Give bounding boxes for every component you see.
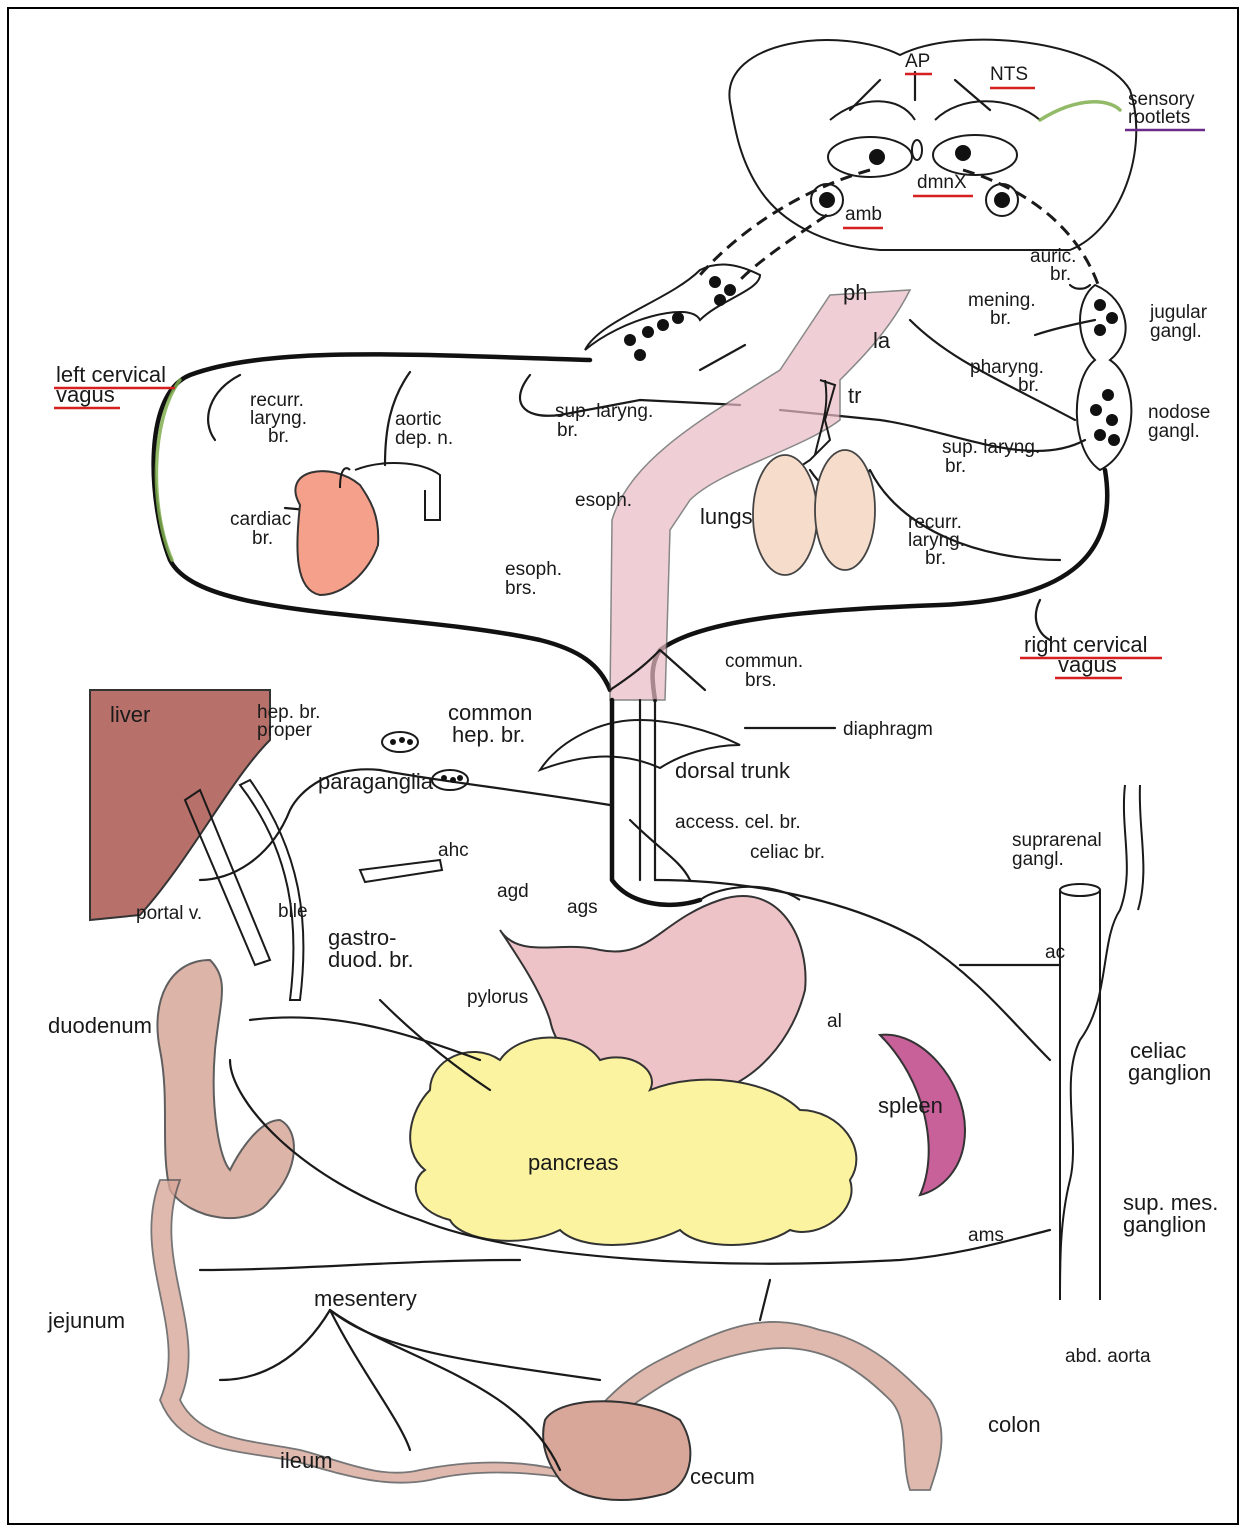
label-cecum: cecum: [690, 1464, 755, 1489]
label-sup-laryng-right-2: br.: [945, 456, 966, 477]
label-ph: ph: [843, 280, 867, 305]
label-jugular-1: jugular: [1149, 302, 1208, 323]
label-mesentery: mesentery: [314, 1286, 417, 1311]
label-common-hep-2: hep. br.: [452, 722, 525, 747]
label-commun-1: commun.: [725, 651, 803, 672]
label-celiac-br: celiac br.: [750, 842, 825, 863]
label-agd: agd: [497, 881, 529, 902]
label-hep-proper-2: proper: [257, 720, 313, 741]
label-recurr-left-3: br.: [268, 426, 289, 447]
label-commun-2: brs.: [745, 670, 777, 691]
label-sup-laryng-right-1: sup. laryng.: [942, 437, 1040, 458]
label-dorsal-trunk: dorsal trunk: [675, 758, 791, 783]
label-diaphragm: diaphragm: [843, 719, 933, 740]
label-ac: ac: [1045, 942, 1065, 963]
label-dmnx: dmnX: [917, 172, 967, 193]
label-recurr-right-3: br.: [925, 548, 946, 569]
label-right-cervical-2: vagus: [1058, 652, 1117, 677]
label-colon: colon: [988, 1412, 1041, 1437]
label-abd-aorta: abd. aorta: [1065, 1346, 1151, 1367]
label-suprarenal-2: gangl.: [1012, 849, 1064, 870]
label-ams: ams: [968, 1225, 1004, 1246]
label-pharyng-2: br.: [1018, 375, 1039, 396]
label-spleen: spleen: [878, 1093, 943, 1118]
label-nodose-2: gangl.: [1148, 421, 1200, 442]
label-ileum: ileum: [280, 1448, 333, 1473]
label-pancreas: pancreas: [528, 1150, 619, 1175]
label-pylorus: pylorus: [467, 987, 528, 1008]
label-bile: bile: [278, 901, 308, 922]
label-la: la: [873, 328, 891, 353]
label-nodose-1: nodose: [1148, 402, 1210, 423]
label-auric-2: br.: [1050, 264, 1071, 285]
label-sup-mes-2: ganglion: [1123, 1212, 1206, 1237]
label-amb: amb: [845, 204, 882, 225]
label-tr: tr: [848, 383, 861, 408]
label-gastro-2: duod. br.: [328, 947, 414, 972]
label-paraganglia: paraganglia: [318, 769, 434, 794]
label-cardiac-2: br.: [252, 528, 273, 549]
label-ags: ags: [567, 897, 598, 918]
label-sup-laryng-left-2: br.: [557, 420, 578, 441]
label-liver: liver: [110, 702, 150, 727]
label-cardiac-1: cardiac: [230, 509, 291, 530]
label-sup-laryng-left-1: sup. laryng.: [555, 401, 653, 422]
label-mening-2: br.: [990, 308, 1011, 329]
label-duodenum: duodenum: [48, 1013, 152, 1038]
cecum-shape: [543, 1401, 690, 1500]
label-celiac-ganglion-2: ganglion: [1128, 1060, 1211, 1085]
label-aortic-2: dep. n.: [395, 428, 453, 449]
label-esoph: esoph.: [575, 490, 632, 511]
label-jejunum: jejunum: [47, 1308, 125, 1333]
label-access-cel: access. cel. br.: [675, 812, 801, 833]
label-nts: NTS: [990, 64, 1028, 85]
label-suprarenal-1: suprarenal: [1012, 830, 1102, 851]
label-aortic-1: aortic: [395, 409, 441, 430]
label-portal: portal v.: [136, 903, 202, 924]
label-sensory-rootlets-2: rootlets: [1128, 107, 1190, 128]
label-ap: AP: [905, 51, 930, 72]
label-al: al: [827, 1011, 842, 1032]
label-ahc: ahc: [438, 840, 469, 861]
label-esoph-brs-1: esoph.: [505, 559, 562, 580]
label-jugular-2: gangl.: [1150, 321, 1202, 342]
label-lungs: lungs: [700, 504, 753, 529]
label-esoph-brs-2: brs.: [505, 578, 537, 599]
label-left-cervical-2: vagus: [56, 382, 115, 407]
